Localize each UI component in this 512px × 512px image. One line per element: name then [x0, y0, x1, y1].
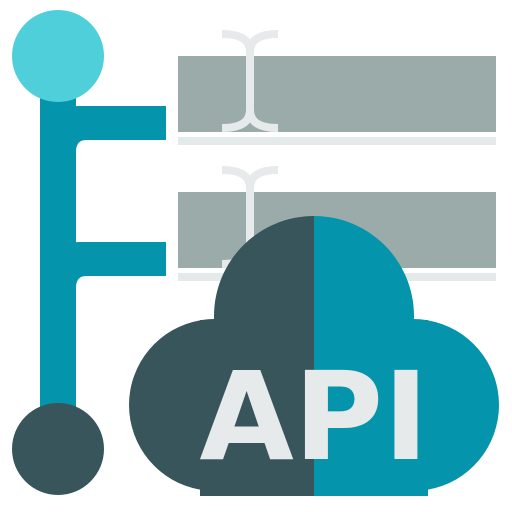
- connector-tree-icon: [12, 10, 166, 495]
- connector-branch-lower: [40, 242, 166, 288]
- text-field-icon: [178, 56, 496, 132]
- top-node: [12, 10, 104, 102]
- field-underline: [178, 137, 496, 145]
- api-label: API: [199, 346, 428, 488]
- text-field-upper: [178, 56, 496, 145]
- connector-branch-upper: [40, 106, 166, 152]
- bottom-node: [12, 403, 104, 495]
- text-cursor-icon: [221, 30, 279, 132]
